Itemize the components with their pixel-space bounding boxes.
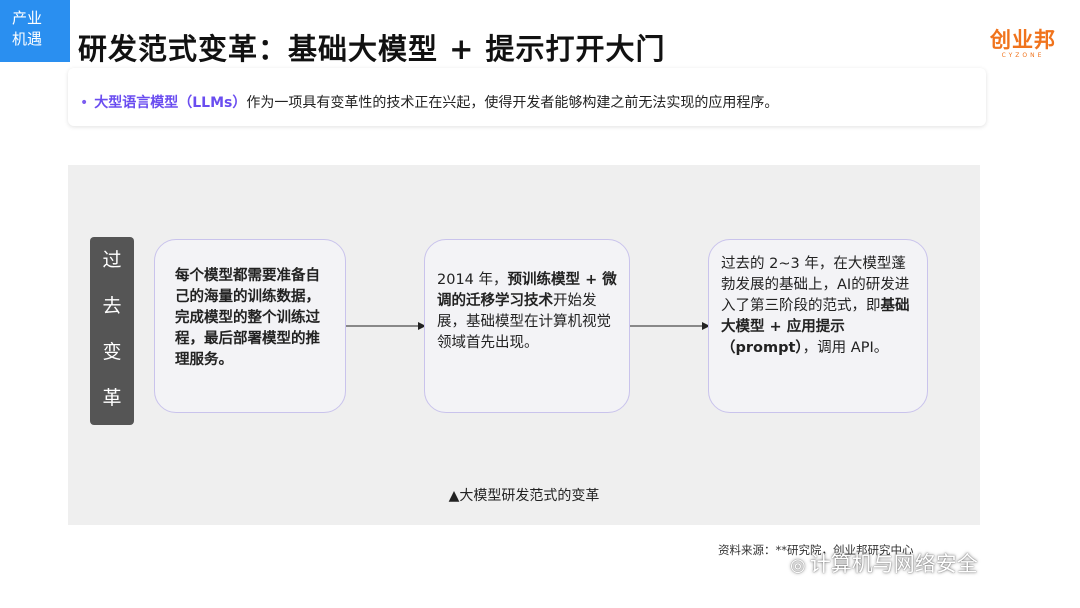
stage-1-text: 每个模型都需要准备自己的海量的训练数据，完成模型的整个训练过程，最后部署模型的推… (175, 268, 320, 368)
stage-box-1: 每个模型都需要准备自己的海量的训练数据，完成模型的整个训练过程，最后部署模型的推… (154, 239, 346, 413)
past-label-char: 去 (102, 295, 122, 317)
page-title: 研发范式变革：基础大模型 + 提示打开大门 (78, 32, 666, 66)
brand-logo-sub: CYZONE (1001, 52, 1045, 59)
section-tag: 产业 机遇 (0, 0, 70, 62)
stage-2-bold: 预训练模型 + 微调的迁移学习技术 (437, 272, 617, 309)
past-label-char: 变 (102, 341, 122, 363)
intro-text: 作为一项具有变革性的技术正在兴起，使得开发者能够构建之前无法实现的应用程序。 (246, 95, 779, 111)
brand-logo-name: 创业邦 (990, 28, 1056, 52)
stage-box-2: 2014 年，预训练模型 + 微调的迁移学习技术开始发展，基础模型在计算机视觉领… (424, 239, 630, 413)
arrow-icon (346, 322, 426, 330)
stage-3-suffix: ，调用 API。 (802, 340, 889, 356)
source-note: 资料来源：**研究院，创业邦研究中心 (718, 543, 914, 557)
section-tag-line1: 产业 (12, 9, 43, 27)
intro-box: • 大型语言模型（LLMs）作为一项具有变革性的技术正在兴起，使得开发者能够构建之… (68, 68, 986, 126)
stage-3-prefix: 过去的 2~3 年，在大模型蓬勃发展的基础上，AI的研发进入了第三阶段的范式，即 (721, 256, 910, 314)
stage-3-bold: 基础大模型 + 应用提示（prompt） (721, 298, 910, 356)
intro-highlight: 大型语言模型（LLMs） (94, 95, 247, 111)
figure-panel: 过 去 变 革 每个模型都需要准备自己的海量的训练数据，完成模型的整个训练过程，… (68, 165, 980, 525)
past-change-label: 过 去 变 革 (90, 237, 134, 425)
arrow-icon (630, 322, 710, 330)
figure-caption: ▲大模型研发范式的变革 (448, 488, 600, 504)
watermark: ◎计算机与网络安全 (790, 548, 978, 578)
section-tag-line2: 机遇 (12, 30, 43, 48)
wechat-icon: ◎ (790, 554, 806, 576)
past-label-char: 革 (102, 387, 122, 409)
stage-2-suffix: 开始发展，基础模型在计算机视觉领域首先出现。 (437, 293, 611, 351)
stage-2-prefix: 2014 年， (437, 272, 508, 288)
past-label-char: 过 (102, 249, 122, 271)
bullet-icon: • (80, 95, 89, 111)
watermark-text: 计算机与网络安全 (809, 552, 978, 576)
brand-logo: 创业邦 CYZONE (990, 24, 1056, 59)
stage-box-3: 过去的 2~3 年，在大模型蓬勃发展的基础上，AI的研发进入了第三阶段的范式，即… (708, 239, 928, 413)
